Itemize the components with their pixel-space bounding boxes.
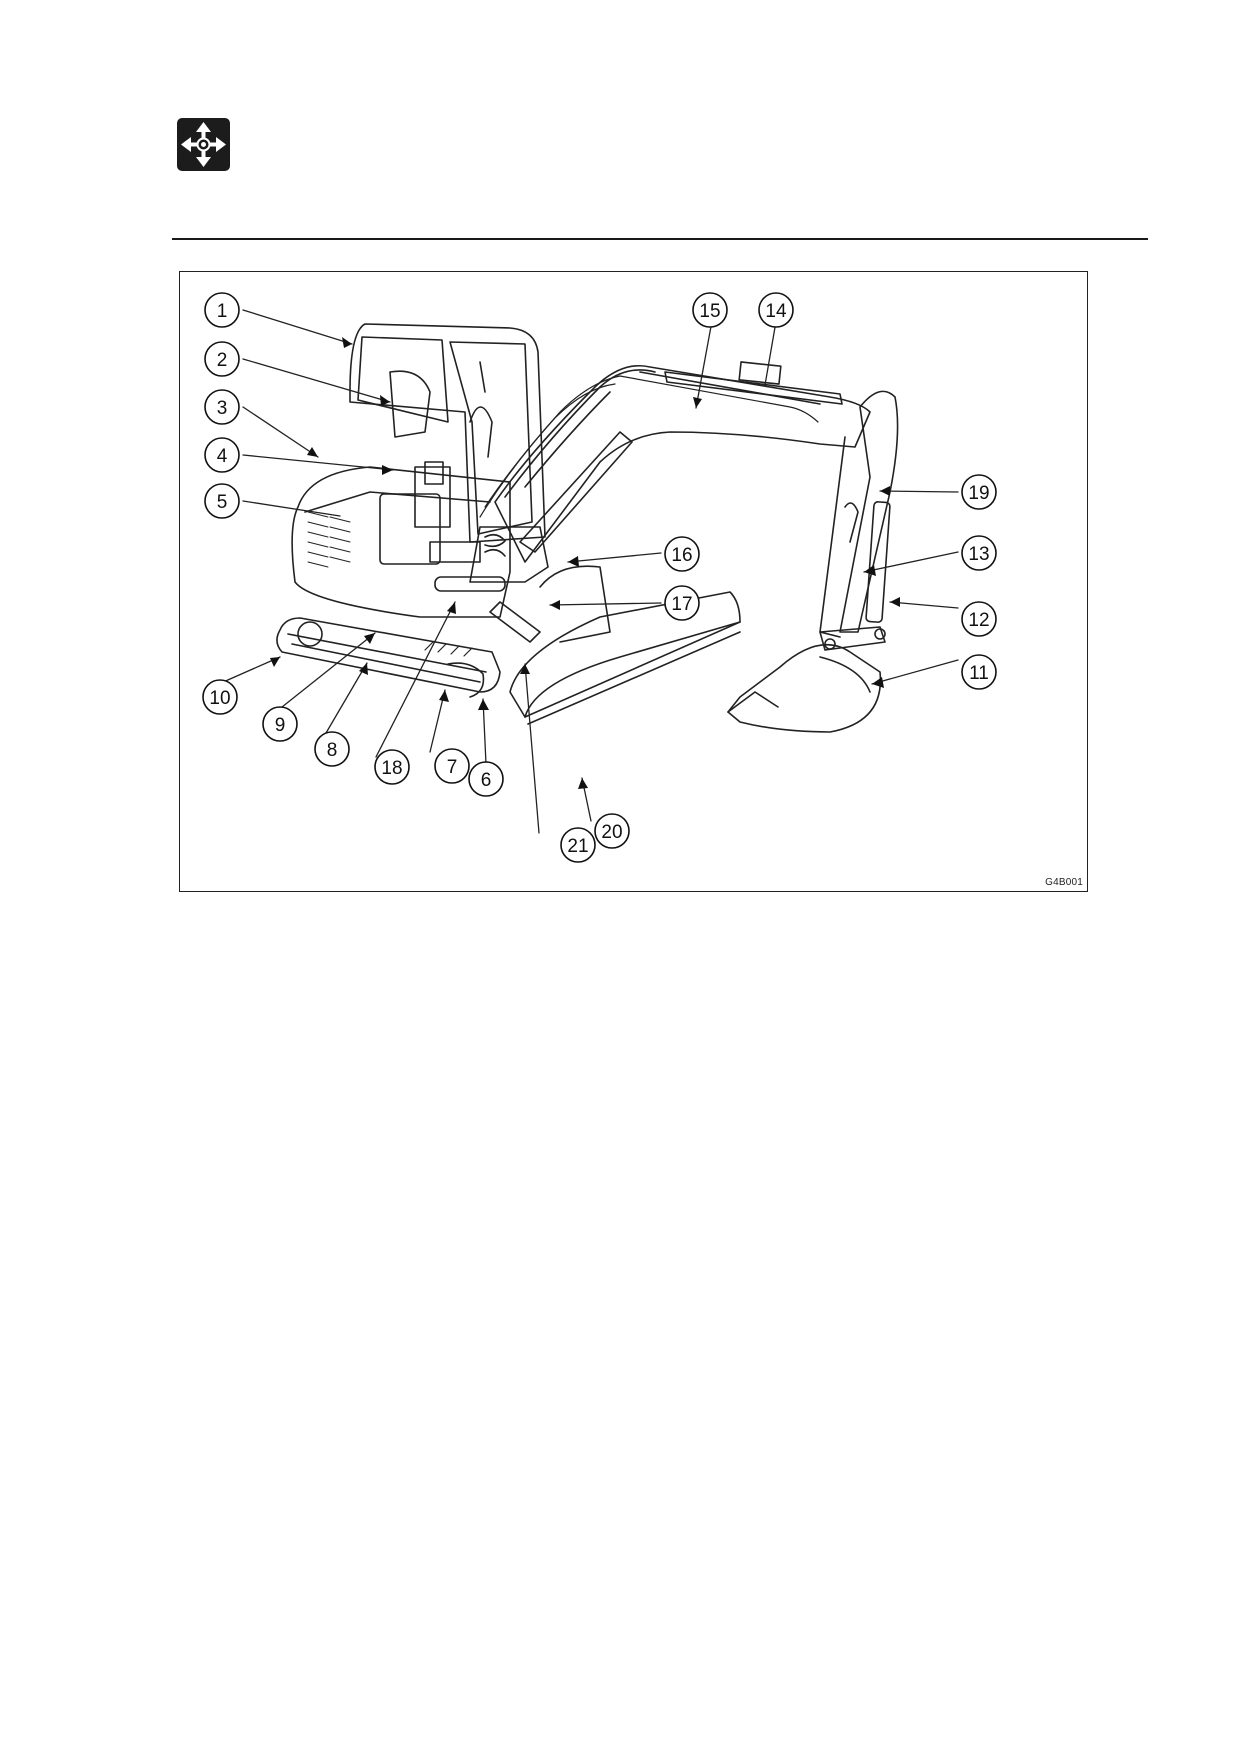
callout-2: 2 (204, 341, 240, 377)
callout-circle (594, 813, 630, 849)
callout-9: 9 (262, 706, 298, 742)
callout-circle (204, 292, 240, 328)
callout-circle (961, 474, 997, 510)
callout-circle (961, 601, 997, 637)
callout-20: 20 (594, 813, 630, 849)
callout-21: 21 (560, 827, 596, 863)
callout-15: 15 (692, 292, 728, 328)
callout-label: 3 (217, 398, 228, 419)
callout-1: 1 (204, 292, 240, 328)
callout-label: 16 (671, 545, 692, 566)
callout-circle (664, 536, 700, 572)
callout-circle (434, 748, 470, 784)
callout-label: 8 (327, 740, 338, 761)
callout-10: 10 (202, 679, 238, 715)
callout-circle (961, 654, 997, 690)
callout-label: 15 (699, 301, 720, 322)
callout-circle (204, 389, 240, 425)
grille (307, 511, 351, 568)
callout-label: 21 (567, 836, 588, 857)
callout-circle (204, 483, 240, 519)
callout-label: 12 (968, 610, 989, 631)
callout-circle (314, 731, 350, 767)
leader-arrowheads (270, 337, 900, 789)
callout-5: 5 (204, 483, 240, 519)
header-rule (172, 238, 1148, 240)
dozer-blade (509, 591, 741, 718)
callout-19: 19 (961, 474, 997, 510)
callout-label: 2 (217, 350, 228, 371)
boom-cylinder (519, 431, 633, 553)
blade-cylinder (489, 601, 541, 643)
callout-label: 10 (209, 688, 230, 709)
callout-label: 14 (765, 301, 787, 322)
callout-circle (692, 292, 728, 328)
callout-8: 8 (314, 731, 350, 767)
callout-label: 9 (275, 715, 286, 736)
callout-circle (961, 535, 997, 571)
callout-circle (204, 437, 240, 473)
body (291, 466, 511, 618)
callout-16: 16 (664, 536, 700, 572)
callout-circle (664, 585, 700, 621)
bucket (727, 644, 882, 733)
swing-bracket (469, 526, 549, 583)
callout-circle (758, 292, 794, 328)
move-arrows-icon (177, 118, 230, 171)
callout-11: 11 (961, 654, 997, 690)
leader-lines (220, 309, 959, 834)
callout-label: 5 (217, 492, 228, 513)
callout-label: 1 (217, 301, 228, 322)
callout-17: 17 (664, 585, 700, 621)
callout-4: 4 (204, 437, 240, 473)
callout-label: 18 (381, 758, 402, 779)
callout-3: 3 (204, 389, 240, 425)
callout-18: 18 (374, 749, 410, 785)
callout-14: 14 (758, 292, 794, 328)
callout-13: 13 (961, 535, 997, 571)
callout-6: 6 (468, 761, 504, 797)
callout-7: 7 (434, 748, 470, 784)
callout-circle (202, 679, 238, 715)
figure-id: G4B001 (1045, 877, 1083, 888)
callout-circle (204, 341, 240, 377)
callout-label: 17 (671, 594, 692, 615)
callout-label: 4 (217, 446, 228, 467)
callout-label: 6 (481, 770, 492, 791)
track-frame (276, 617, 501, 693)
callout-label: 7 (447, 757, 458, 778)
callout-circle (262, 706, 298, 742)
callout-label: 19 (968, 483, 989, 504)
callout-circle (468, 761, 504, 797)
bucket-cylinder (865, 501, 891, 623)
arm-cylinder (664, 371, 843, 405)
boom (494, 365, 871, 563)
arm (839, 390, 899, 633)
callout-circle (374, 749, 410, 785)
bucket-link (819, 626, 886, 651)
callout-circle (560, 827, 596, 863)
callout-label: 11 (969, 663, 989, 684)
callout-label: 13 (968, 544, 989, 565)
callout-label: 20 (601, 822, 622, 843)
callout-12: 12 (961, 601, 997, 637)
